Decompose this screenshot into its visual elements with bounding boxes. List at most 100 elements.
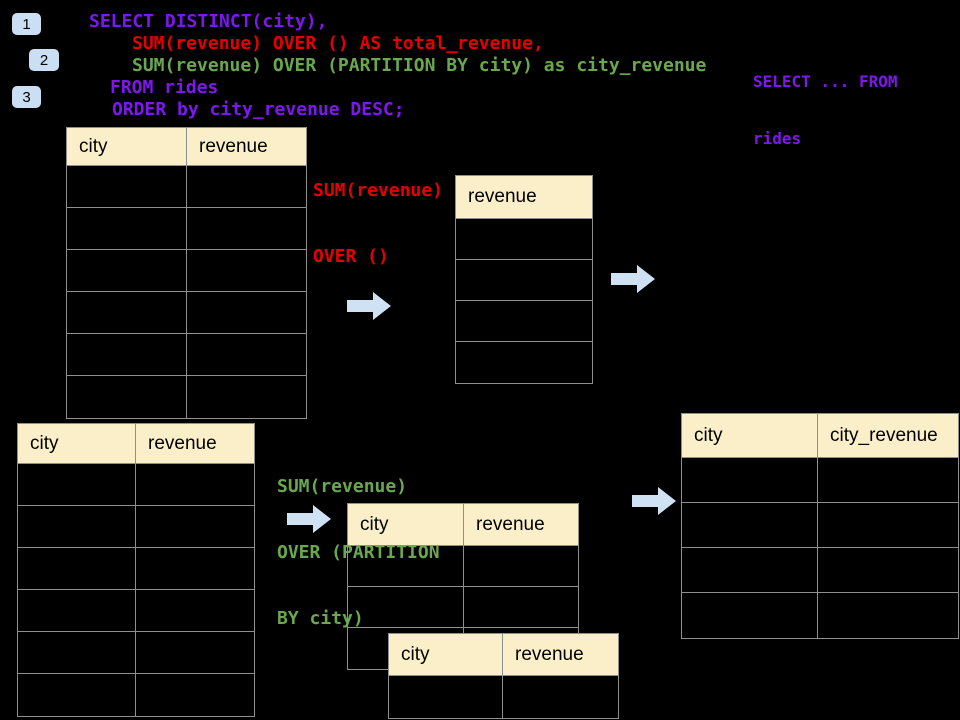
empty-cell bbox=[67, 250, 187, 291]
empty-cell bbox=[18, 506, 136, 547]
column-header-city: city bbox=[389, 634, 503, 675]
right-arrow-icon bbox=[632, 487, 676, 515]
empty-cell bbox=[389, 676, 503, 718]
table-row bbox=[456, 342, 592, 383]
empty-cell bbox=[456, 301, 592, 341]
empty-cell bbox=[136, 632, 254, 673]
table-row bbox=[18, 632, 254, 674]
table-row bbox=[67, 166, 306, 208]
empty-cell bbox=[187, 166, 306, 207]
table-row bbox=[67, 334, 306, 376]
empty-cell bbox=[18, 548, 136, 589]
column-header-revenue: revenue bbox=[187, 128, 306, 165]
sql-line-select: SELECT DISTINCT(city), bbox=[89, 11, 328, 32]
column-header-revenue: revenue bbox=[136, 424, 254, 463]
table-row bbox=[682, 458, 958, 503]
table-total-revenue: revenue bbox=[455, 175, 593, 384]
table-row bbox=[456, 219, 592, 260]
empty-cell bbox=[136, 674, 254, 716]
annotation-line: SUM(revenue) bbox=[313, 180, 444, 201]
empty-cell bbox=[67, 292, 187, 333]
empty-cell bbox=[67, 376, 187, 418]
table-row bbox=[67, 376, 306, 418]
table-row bbox=[682, 593, 958, 638]
empty-cell bbox=[187, 376, 306, 418]
table-row bbox=[682, 503, 958, 548]
table-row bbox=[389, 676, 618, 718]
empty-cell bbox=[818, 503, 958, 547]
column-header-city: city bbox=[67, 128, 187, 165]
table-row bbox=[18, 548, 254, 590]
sql-line-from: FROM rides bbox=[110, 77, 219, 98]
sql-line-total-revenue: SUM(revenue) OVER () AS total_revenue, bbox=[132, 33, 544, 54]
empty-cell bbox=[503, 676, 618, 718]
annotation-sum-over-partition: SUM(revenue) OVER (PARTITION BY city) bbox=[277, 432, 440, 674]
empty-cell bbox=[187, 334, 306, 375]
right-arrow-icon bbox=[287, 505, 331, 533]
table-row bbox=[456, 301, 592, 342]
empty-cell bbox=[67, 334, 187, 375]
column-header-city: city bbox=[682, 414, 818, 457]
empty-cell bbox=[456, 342, 592, 383]
side-note-line-1: SELECT ... FROM bbox=[753, 72, 898, 91]
step-badge-3: 3 bbox=[12, 86, 41, 108]
empty-cell bbox=[136, 464, 254, 505]
column-header-revenue: revenue bbox=[503, 634, 618, 675]
empty-cell bbox=[818, 548, 958, 592]
empty-cell bbox=[348, 546, 464, 586]
empty-cell bbox=[136, 506, 254, 547]
table-header-row: revenue bbox=[456, 176, 592, 219]
table-row bbox=[67, 208, 306, 250]
empty-cell bbox=[187, 250, 306, 291]
column-header-revenue: revenue bbox=[456, 176, 592, 218]
empty-cell bbox=[464, 546, 578, 586]
annotation-line: BY city) bbox=[277, 608, 364, 629]
empty-cell bbox=[682, 503, 818, 547]
table-row bbox=[456, 260, 592, 301]
table-row bbox=[348, 587, 578, 628]
empty-cell bbox=[818, 458, 958, 502]
empty-cell bbox=[464, 587, 578, 627]
table-row bbox=[682, 548, 958, 593]
table-row bbox=[18, 506, 254, 548]
empty-cell bbox=[136, 590, 254, 631]
side-note-line-2: rides bbox=[753, 129, 802, 148]
step-badge-2: 2 bbox=[29, 49, 59, 71]
annotation-line: OVER () bbox=[313, 246, 389, 267]
empty-cell bbox=[818, 593, 958, 638]
column-header-city: city bbox=[348, 504, 464, 545]
column-header-city: city bbox=[18, 424, 136, 463]
empty-cell bbox=[136, 548, 254, 589]
table-row bbox=[67, 250, 306, 292]
right-arrow-icon bbox=[347, 292, 391, 320]
table-row bbox=[67, 292, 306, 334]
empty-cell bbox=[348, 587, 464, 627]
table-row bbox=[348, 546, 578, 587]
empty-cell bbox=[18, 674, 136, 716]
empty-cell bbox=[187, 292, 306, 333]
empty-cell bbox=[18, 464, 136, 505]
empty-cell bbox=[18, 632, 136, 673]
empty-cell bbox=[682, 548, 818, 592]
side-note-select-from-rides: SELECT ... FROM rides bbox=[753, 34, 898, 186]
empty-cell bbox=[456, 260, 592, 300]
empty-cell bbox=[456, 219, 592, 259]
sql-line-order-by: ORDER by city_revenue DESC; bbox=[112, 99, 405, 120]
annotation-line: OVER (PARTITION bbox=[277, 542, 440, 563]
right-arrow-icon bbox=[611, 265, 655, 293]
step-badge-1: 1 bbox=[12, 13, 41, 35]
table-row bbox=[18, 674, 254, 716]
empty-cell bbox=[18, 590, 136, 631]
table-row bbox=[18, 464, 254, 506]
table-row bbox=[18, 590, 254, 632]
empty-cell bbox=[682, 593, 818, 638]
column-header-revenue: revenue bbox=[464, 504, 578, 545]
